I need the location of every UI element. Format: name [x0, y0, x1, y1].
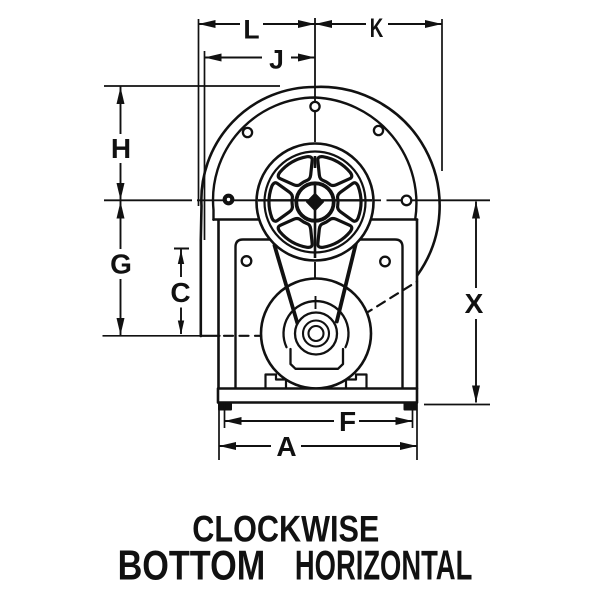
svg-text:F: F [339, 406, 356, 437]
svg-text:HORIZONTAL: HORIZONTAL [295, 542, 472, 589]
svg-text:C: C [170, 277, 190, 308]
svg-text:L: L [243, 15, 259, 45]
svg-text:G: G [110, 249, 132, 280]
svg-text:BOTTOM: BOTTOM [118, 542, 266, 589]
svg-text:X: X [465, 288, 484, 319]
svg-text:A: A [276, 431, 296, 462]
svg-text:CLOCKWISE: CLOCKWISE [192, 508, 379, 550]
svg-text:K: K [370, 13, 384, 43]
svg-text:H: H [111, 133, 131, 164]
svg-text:J: J [269, 45, 284, 75]
